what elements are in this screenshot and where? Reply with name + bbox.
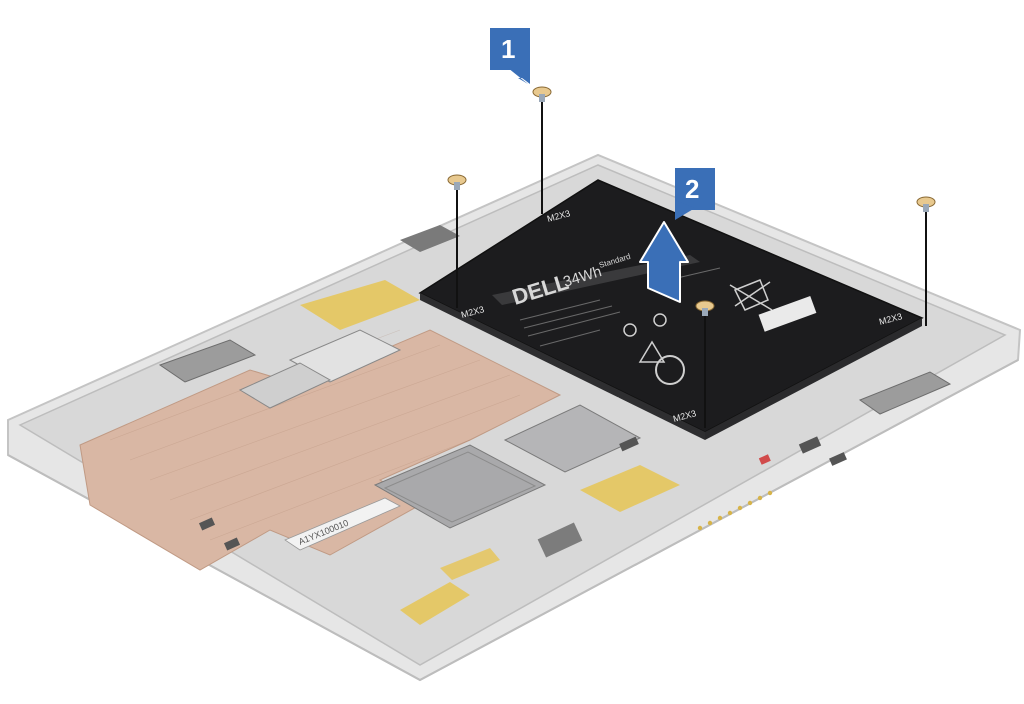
- battery-barcode: [758, 295, 817, 332]
- camera-module: [400, 225, 460, 252]
- polarity-minus: –: [610, 389, 619, 406]
- gold-flex-1: [300, 280, 420, 330]
- connector-block: [537, 522, 583, 558]
- speaker-right: [858, 371, 952, 415]
- metal-shield: [373, 444, 547, 529]
- gold-flex-4: [440, 548, 500, 580]
- step-number: 2: [685, 174, 699, 204]
- step-number: 1: [501, 34, 515, 64]
- ssd-module: [238, 362, 332, 409]
- screw-top[interactable]: M2X3: [532, 86, 571, 224]
- copper-texture: [109, 329, 521, 541]
- pogo-pins: [697, 490, 773, 531]
- warning-triangle-icon: [638, 340, 666, 363]
- speaker-left: [158, 339, 257, 383]
- right-shield: [503, 404, 642, 473]
- polarity-plus: +: [570, 375, 579, 392]
- step-badge-1: 1: [490, 28, 530, 84]
- interior-components: A1YX100010: [79, 225, 952, 625]
- recycle-mark-icon: [655, 355, 685, 385]
- lift-arrow-icon: [639, 221, 689, 303]
- step-badge-2: 2: [675, 168, 715, 220]
- gold-flex-2: [580, 465, 680, 512]
- gold-flex-3: [400, 582, 470, 625]
- weee-bin-icon: [729, 279, 773, 311]
- battery-pack[interactable]: DELL 34Wh Standard + –: [418, 179, 924, 440]
- red-component: [758, 454, 771, 465]
